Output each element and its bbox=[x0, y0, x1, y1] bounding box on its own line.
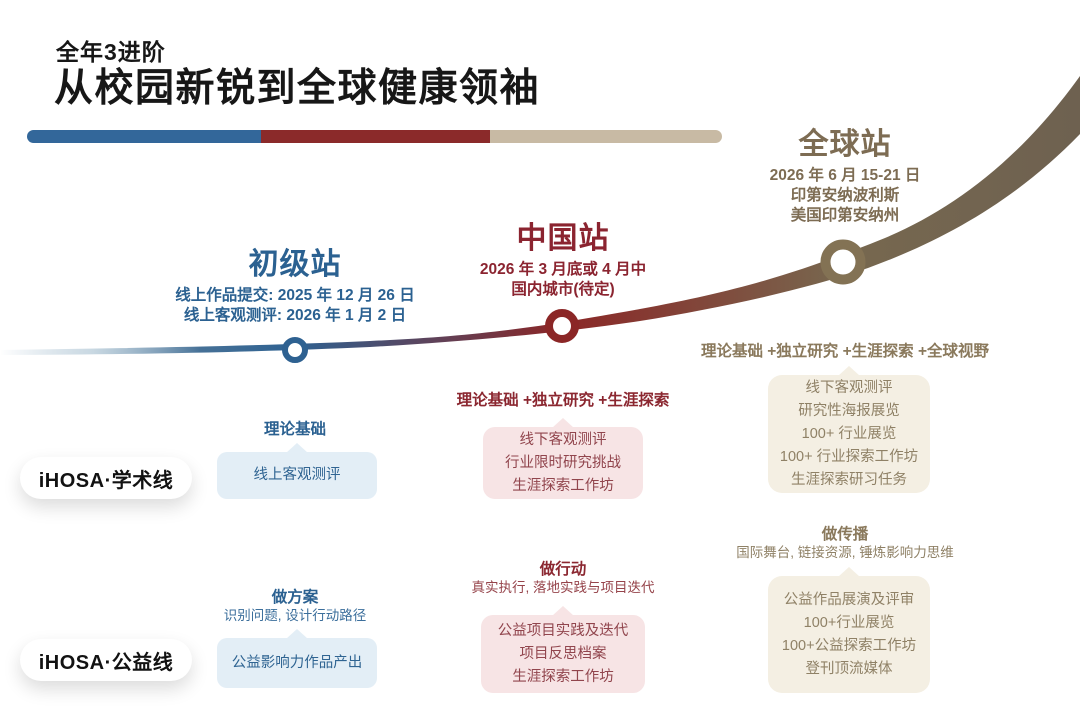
welfare-global-box: 公益作品展演及评审 100+行业展览 100+公益探索工作坊 登刊顶流媒体 bbox=[768, 567, 930, 693]
station-china-city: 国内城市(待定) bbox=[511, 281, 615, 298]
box-notch bbox=[838, 366, 860, 376]
tricolor-bar bbox=[27, 130, 722, 143]
welfare-global-item-4: 登刊顶流媒体 bbox=[805, 660, 893, 677]
timeline-node-global bbox=[820, 239, 866, 285]
academic-global-box: 线下客观测评 研究性海报展览 100+ 行业展览 100+ 行业探索工作坊 生涯… bbox=[768, 366, 930, 493]
welfare-junior-header: 做方案 bbox=[271, 589, 319, 606]
welfare-junior-box: 公益影响力作品产出 bbox=[217, 629, 377, 688]
welfare-global-item-3: 100+公益探索工作坊 bbox=[781, 637, 917, 654]
station-china-date: 2026 年 3 月底或 4 月中 bbox=[479, 261, 647, 278]
bar-segment-maroon bbox=[261, 130, 490, 143]
welfare-global-sub: 国际舞台, 链接资源, 锤炼影响力思维 bbox=[736, 545, 954, 560]
academic-global-header: 理论基础 +独立研究 +生涯探索 +全球视野 bbox=[700, 343, 990, 360]
box-notch bbox=[552, 606, 574, 616]
academic-global-item-3: 100+ 行业展览 bbox=[801, 425, 897, 442]
welfare-china-header: 做行动 bbox=[539, 561, 587, 578]
page-title: 从校园新锐到全球健康领袖 bbox=[54, 67, 541, 110]
station-china-name: 中国站 bbox=[516, 222, 610, 255]
station-global: 全球站 2026 年 6 月 15-21 日 印第安纳波利斯 美国印第安纳州 bbox=[685, 126, 1005, 226]
academic-china-item-2: 行业限时研究挑战 bbox=[505, 454, 621, 471]
academic-global-item-4: 100+ 行业探索工作坊 bbox=[779, 448, 919, 465]
box-notch bbox=[286, 629, 308, 639]
station-junior-date-2: 线上客观测评: 2026 年 1 月 2 日 bbox=[183, 307, 407, 324]
academic-global-item-5: 生涯探索研习任务 bbox=[791, 471, 907, 488]
station-global-name: 全球站 bbox=[798, 128, 892, 161]
welfare-china-box: 公益项目实践及迭代 项目反思档案 生涯探索工作坊 bbox=[481, 606, 645, 693]
box-notch bbox=[286, 443, 308, 453]
academic-china-box: 线下客观测评 行业限时研究挑战 生涯探索工作坊 bbox=[483, 418, 643, 499]
welfare-china-sub: 真实执行, 落地实践与项目迭代 bbox=[471, 580, 655, 595]
bar-segment-blue bbox=[27, 130, 261, 143]
welfare-china-item-2: 项目反思档案 bbox=[519, 645, 607, 662]
welfare-china-item-1: 公益项目实践及迭代 bbox=[497, 622, 629, 639]
academic-china-item-1: 线下客观测评 bbox=[519, 431, 607, 448]
academic-junior-header: 理论基础 bbox=[263, 421, 326, 438]
welfare-global-header: 做传播 bbox=[821, 526, 869, 543]
track-pill-welfare: iHOSA·公益线 bbox=[20, 639, 192, 681]
station-global-date: 2026 年 6 月 15-21 日 bbox=[769, 167, 921, 184]
academic-global-item-1: 线下客观测评 bbox=[805, 379, 893, 396]
station-global-city: 印第安纳波利斯 bbox=[790, 187, 900, 204]
academic-china-header: 理论基础 +独立研究 +生涯探索 bbox=[456, 392, 670, 409]
station-global-state: 美国印第安纳州 bbox=[790, 207, 900, 224]
timeline-node-china bbox=[545, 309, 579, 343]
timeline-node-junior bbox=[282, 337, 308, 363]
welfare-junior-sub: 识别问题, 设计行动路径 bbox=[223, 608, 367, 623]
box-notch bbox=[552, 418, 574, 428]
academic-china-item-3: 生涯探索工作坊 bbox=[512, 477, 614, 494]
welfare-junior-item: 公益影响力作品产出 bbox=[231, 654, 363, 671]
title-kicker: 全年3进阶 bbox=[56, 39, 166, 65]
station-junior: 初级站 线上作品提交: 2025 年 12 月 26 日 线上客观测评: 202… bbox=[135, 246, 455, 326]
welfare-global-item-2: 100+行业展览 bbox=[803, 614, 895, 631]
welfare-china-item-3: 生涯探索工作坊 bbox=[512, 668, 614, 685]
track-pill-academic: iHOSA·学术线 bbox=[20, 457, 192, 499]
welfare-global-item-1: 公益作品展演及评审 bbox=[783, 591, 915, 608]
bar-segment-tan bbox=[490, 130, 722, 143]
academic-junior-box: 线上客观测评 bbox=[217, 443, 377, 499]
station-junior-name: 初级站 bbox=[248, 248, 342, 281]
academic-junior-item: 线上客观测评 bbox=[253, 467, 341, 483]
box-notch bbox=[838, 567, 860, 577]
station-china: 中国站 2026 年 3 月底或 4 月中 国内城市(待定) bbox=[403, 220, 723, 300]
station-junior-date-1: 线上作品提交: 2025 年 12 月 26 日 bbox=[175, 287, 415, 304]
academic-global-item-2: 研究性海报展览 bbox=[798, 402, 900, 419]
